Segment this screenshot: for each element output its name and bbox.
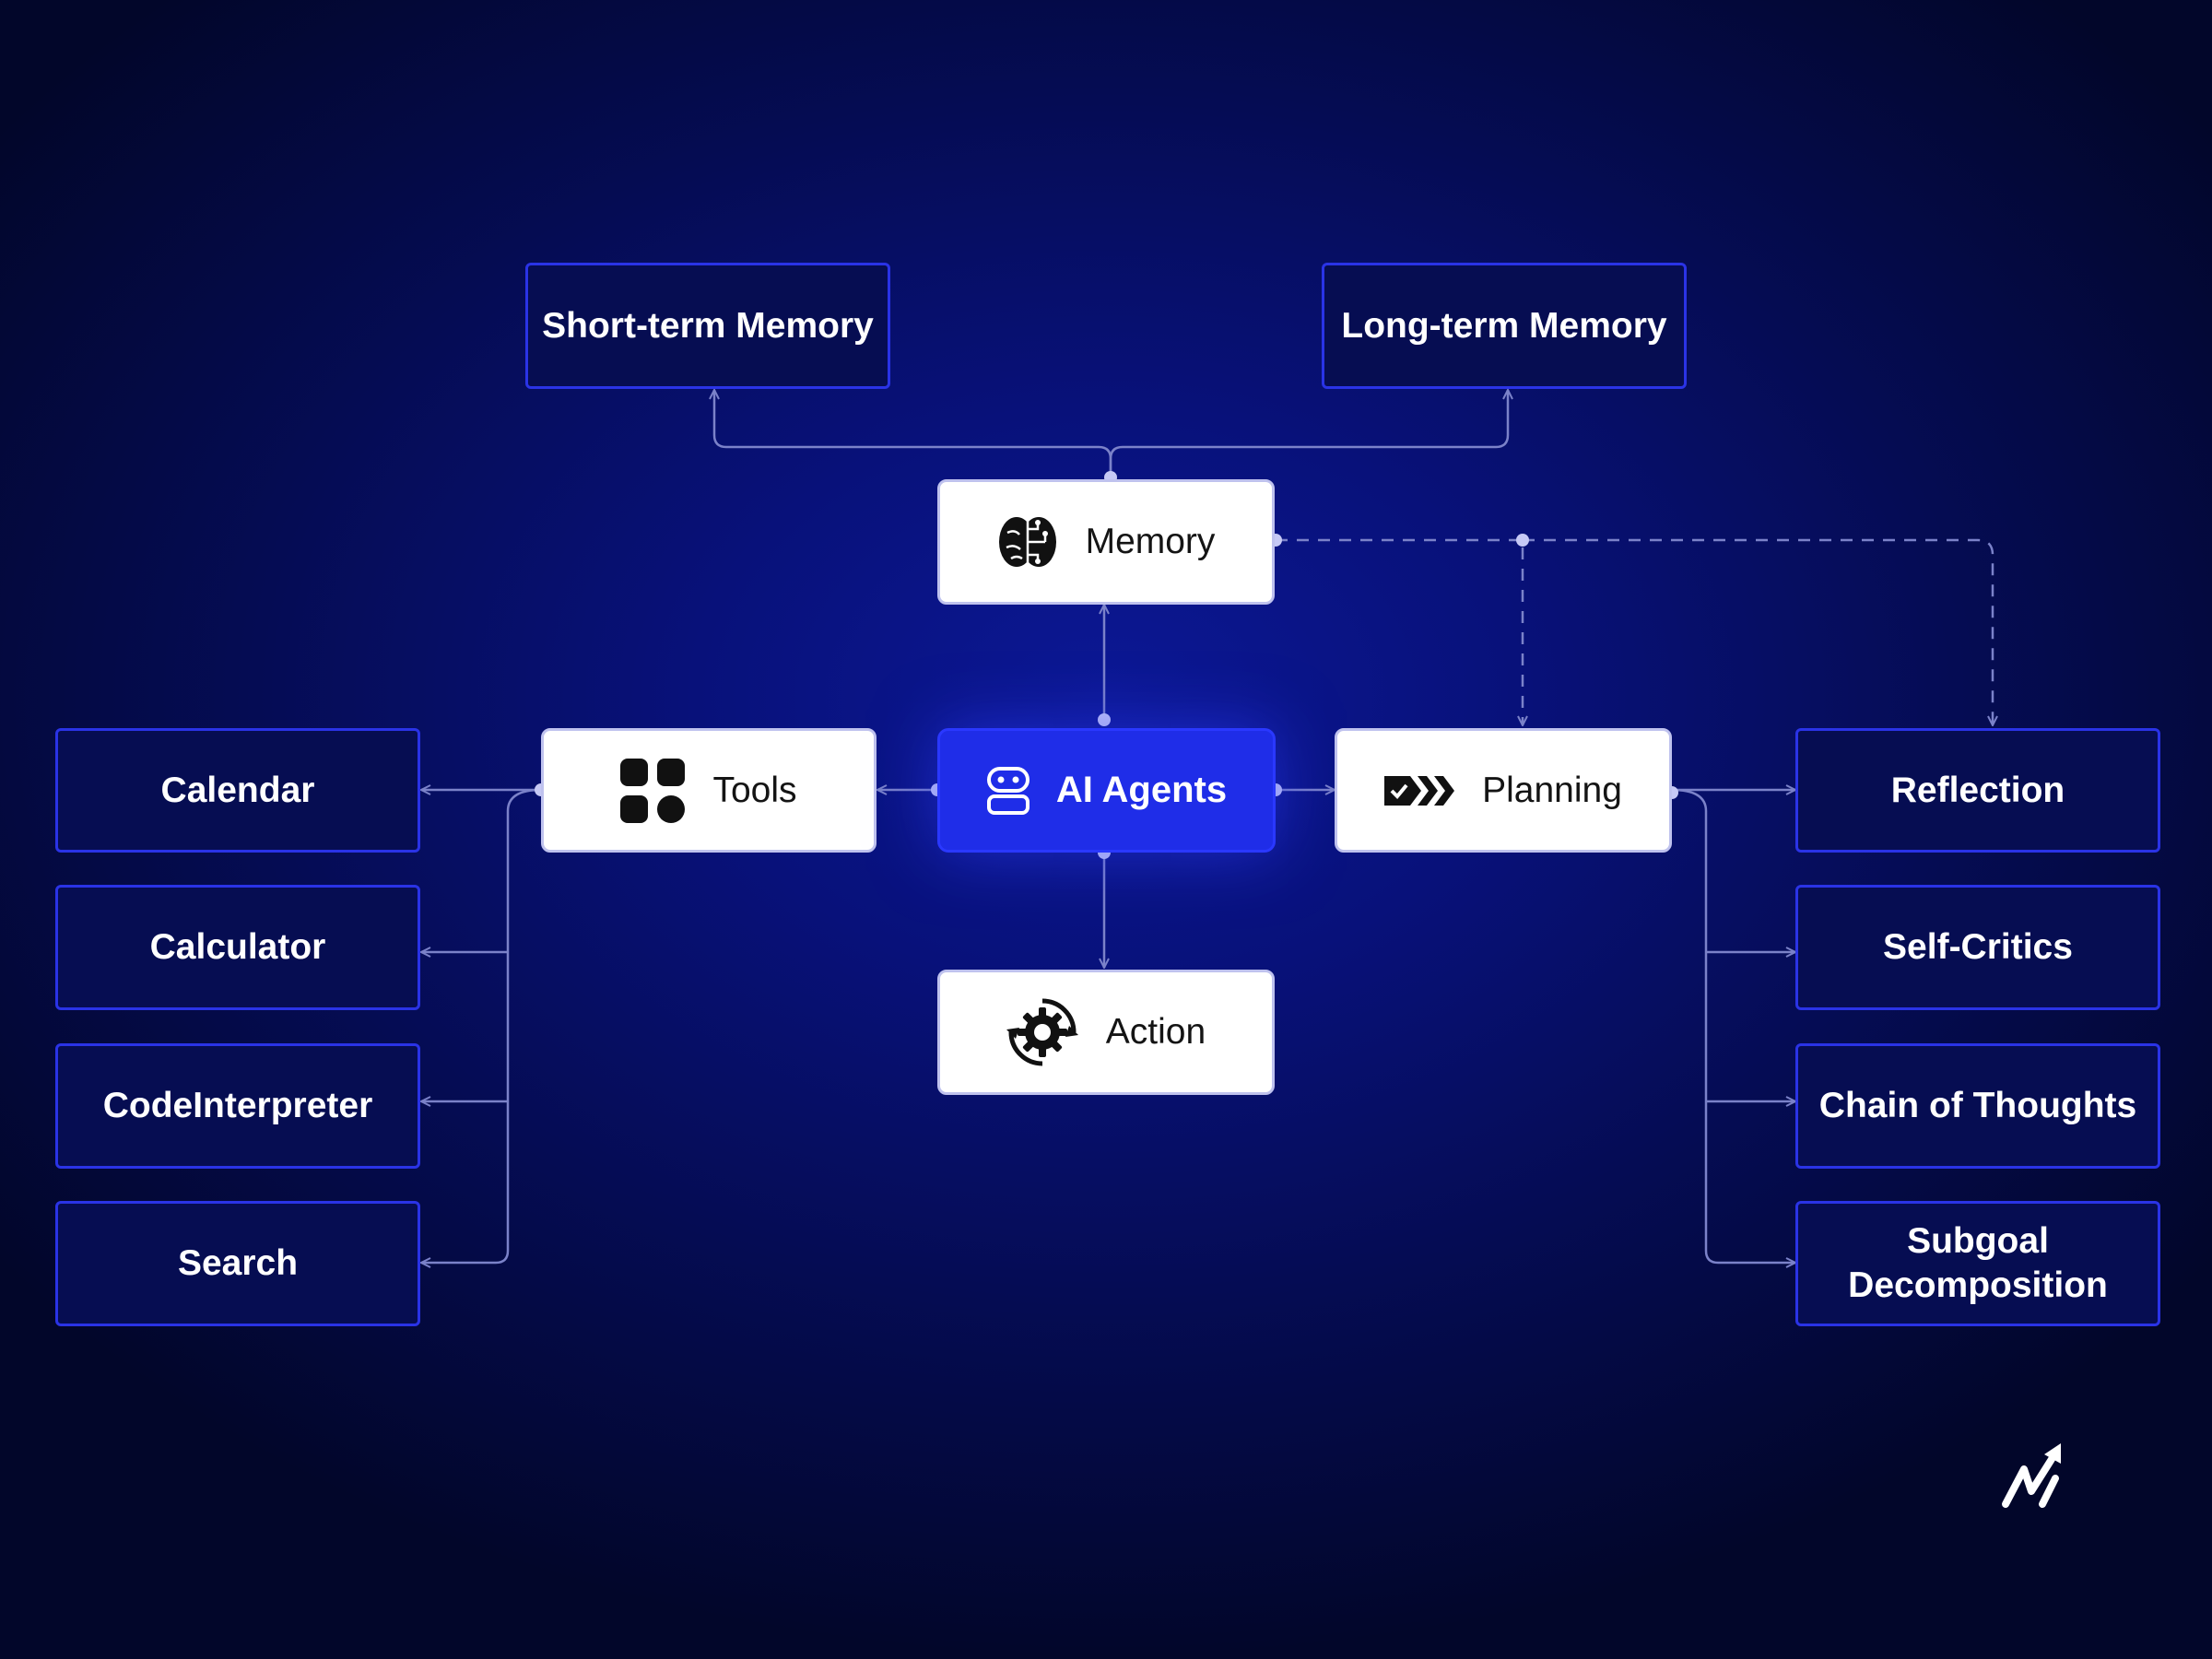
steps-icon [1384, 775, 1455, 806]
action-node: Action [937, 970, 1275, 1095]
chain-of-thoughts-label: Chain of Thoughts [1818, 1086, 2137, 1126]
connector-dot [1098, 713, 1111, 726]
codeinterpreter-label: CodeInterpreter [102, 1086, 373, 1126]
connector-dot [1516, 534, 1529, 547]
memory-label: Memory [1085, 522, 1216, 561]
calendar-box: Calendar [55, 728, 420, 853]
action-label: Action [1105, 1012, 1206, 1052]
planning-node: Planning [1335, 728, 1672, 853]
brain-icon [997, 512, 1058, 571]
ai-agents-node: AI Agents [937, 728, 1276, 853]
reflection-box: Reflection [1795, 728, 2160, 853]
reflection-label: Reflection [1890, 770, 2065, 810]
ai-agents-label: AI Agents [1055, 770, 1228, 810]
subgoal-decomposition-label: Subgoal Decomposition [1848, 1221, 2108, 1305]
connector-memory-short-term [714, 390, 1112, 479]
tools-node: Tools [541, 728, 877, 853]
connector-memory-planning-dashed [1276, 538, 1523, 725]
tools-label: Tools [712, 770, 797, 810]
gear-cycle-icon [1006, 996, 1078, 1068]
calendar-label: Calendar [160, 770, 315, 810]
connector-planning-bus [1671, 788, 1795, 1263]
codeinterpreter-box: CodeInterpreter [55, 1043, 420, 1169]
calculator-label: Calculator [149, 927, 326, 968]
chain-of-thoughts-box: Chain of Thoughts [1795, 1043, 2160, 1169]
self-critics-label: Self-Critics [1883, 927, 2073, 968]
planning-label: Planning [1482, 770, 1622, 810]
short-term-memory-box: Short-term Memory [525, 263, 890, 389]
search-label: Search [177, 1243, 299, 1284]
connector-memory-reflection-dashed [1523, 538, 1993, 725]
robot-icon [986, 766, 1030, 816]
apps-grid-icon [620, 758, 686, 823]
connector-tools-bus [421, 788, 542, 1263]
subgoal-decomposition-box: Subgoal Decomposition [1795, 1201, 2160, 1326]
long-term-memory-box: Long-term Memory [1322, 263, 1687, 389]
search-box: Search [55, 1201, 420, 1326]
calculator-box: Calculator [55, 885, 420, 1010]
short-term-memory-label: Short-term Memory [542, 305, 874, 346]
self-critics-box: Self-Critics [1795, 885, 2160, 1010]
memory-node: Memory [937, 479, 1275, 605]
long-term-memory-label: Long-term Memory [1341, 305, 1667, 346]
brand-logo-icon [2000, 1438, 2074, 1512]
connector-memory-long-term [1109, 390, 1508, 479]
